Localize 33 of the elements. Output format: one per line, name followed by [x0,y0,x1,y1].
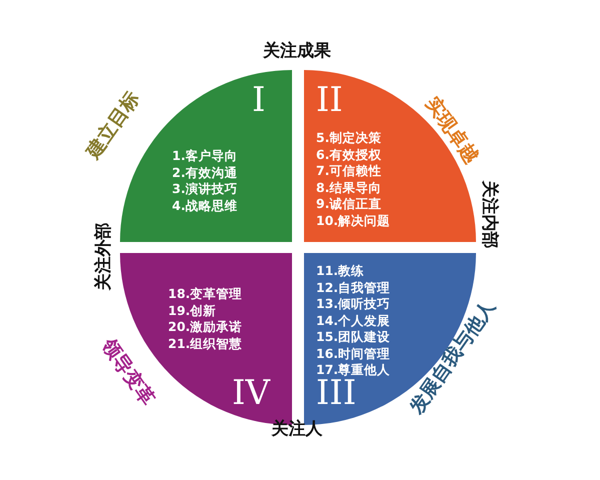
axis-label: 关注人 [272,418,322,440]
list-item: 16.时间管理 [316,346,390,360]
list-item: 1.客户导向 [172,148,238,163]
list-item: 3.演讲技巧 [172,181,238,196]
roman-numeral: IV [232,375,270,411]
roman-numeral: II [316,82,343,118]
list-item: 5.制定决策 [316,130,382,145]
list-item: 6.有效授权 [316,146,382,162]
roman-numeral: I [252,82,266,118]
quadrant-title: 领导变革 [96,334,160,411]
list-item: 4.战略思维 [172,198,238,212]
list-item: 17.尊重他人 [316,362,390,377]
list-item: 12.自我管理 [316,280,390,294]
list-item: 15.团队建设 [316,329,390,344]
axis-label: 关注内部 [478,180,500,248]
list-item: 19.创新 [168,302,216,318]
list-item: 2.有效沟通 [172,164,238,180]
axis-label: 关注外部 [92,222,114,290]
list-item: 7.可信赖性 [316,163,382,178]
roman-numeral: III [316,375,356,411]
quadrant-title: 发展自我与他人 [404,295,500,419]
quadrant-title: 实现卓越 [420,92,484,169]
list-item: 18.变革管理 [168,286,242,301]
list-item: 13.倾听技巧 [316,296,390,311]
list-item: 11.教练 [316,263,364,278]
quadrant-title: 建立目标 [81,86,145,164]
axis-label: 关注成果 [263,40,331,62]
list-item: 9.诚信正直 [316,196,382,211]
list-item: 14.个人发展 [316,312,390,328]
list-item: 20.激励承诺 [168,319,242,334]
list-item: 8.结果导向 [316,180,382,194]
list-item: 10.解决问题 [316,212,390,228]
list-item: 21.组织智慧 [168,336,242,350]
